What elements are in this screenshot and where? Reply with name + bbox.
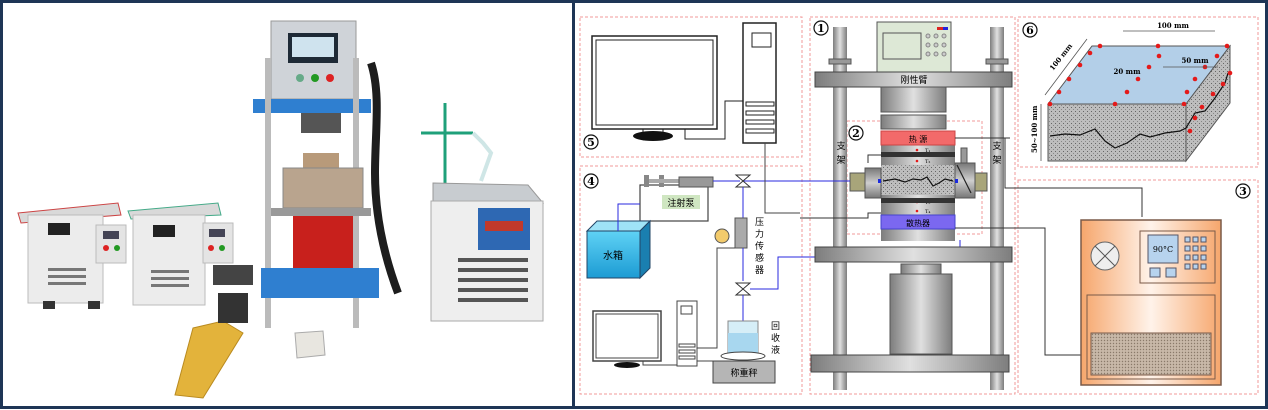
section-1-marker: 1 — [817, 22, 825, 35]
svg-text:T₁: T₁ — [925, 148, 930, 154]
heat-source-label: 热 源 — [909, 134, 928, 144]
water-bath-right — [127, 202, 253, 306]
support-left-label: 支架 — [836, 140, 845, 166]
svg-text:T₂: T₂ — [925, 159, 930, 165]
dim-spacing-long: 50 mm — [1182, 56, 1210, 65]
rigid-arm-label: 刚性臂 — [900, 74, 927, 86]
beaker — [727, 320, 759, 354]
water-tank: 水箱 — [585, 219, 652, 280]
syringe-pump-label: 注射泵 — [667, 197, 694, 209]
section-2-marker: 2 — [852, 127, 860, 140]
tank-pipe — [617, 203, 640, 231]
specimen-block — [294, 330, 326, 359]
pressure-sensor: 压力传感器 — [714, 217, 764, 276]
syringe-pump: 注射泵 — [639, 175, 714, 222]
data-computer — [592, 247, 735, 368]
thermostat-bath: 90°C — [1080, 219, 1222, 386]
zone-5 — [579, 16, 803, 158]
chiller-unit — [421, 103, 545, 322]
test-cell: 热 源 T₁ T₂ T₃ T₄ 散热器 — [800, 130, 1081, 356]
dim-spacing-short: 20 mm — [1114, 67, 1142, 76]
zone-3 — [1017, 179, 1259, 395]
thermostat-temp: 90°C — [1153, 245, 1173, 254]
pressure-sensor-label: 压力传感器 — [755, 217, 764, 276]
support-right-label: 支架 — [992, 140, 1001, 166]
thermostat-cable — [1004, 138, 1143, 217]
zone-1 — [809, 16, 1016, 395]
press-machine — [253, 20, 379, 328]
water-tank-label: 水箱 — [603, 249, 623, 262]
schematic-diagram: 注射泵 水箱 压力传感器 — [579, 16, 1259, 395]
recovery-liquid-label: 回收液 — [771, 321, 780, 356]
measurement-points — [1047, 43, 1233, 134]
specimen-sketch: 100 mm 100 mm 50~100 mm 50 mm 20 mm — [1030, 21, 1233, 163]
computer-monitor — [591, 35, 718, 141]
balance: 称重秤 — [712, 351, 776, 384]
section-3-marker: 3 — [1239, 185, 1247, 198]
zone-4 — [579, 165, 803, 395]
section-4-marker: 4 — [587, 175, 595, 188]
svg-text:T₄: T₄ — [925, 209, 930, 215]
sensor-cable — [764, 143, 800, 214]
balance-label: 称重秤 — [730, 367, 757, 379]
section-6-marker: 6 — [1026, 24, 1034, 37]
heat-sink-label: 散热器 — [906, 218, 930, 228]
computer-tower — [684, 22, 777, 144]
schematic-panel: 注射泵 水箱 压力传感器 — [572, 0, 1268, 409]
dim-side: 100 mm — [1047, 41, 1074, 72]
section-5-marker: 5 — [587, 136, 595, 149]
valve-bottom — [734, 282, 752, 296]
dim-height: 50~100 mm — [1030, 105, 1039, 153]
apparatus-photo — [17, 20, 545, 399]
water-bath-left — [17, 202, 127, 309]
press-frame: 刚性臂 支架 支架 — [810, 21, 1013, 390]
hydraulic-pump — [174, 293, 248, 399]
zone-6 — [1017, 16, 1259, 168]
apparatus-photo-panel — [0, 0, 575, 409]
dim-top: 100 mm — [1157, 21, 1189, 30]
cable-bundle — [367, 61, 402, 295]
